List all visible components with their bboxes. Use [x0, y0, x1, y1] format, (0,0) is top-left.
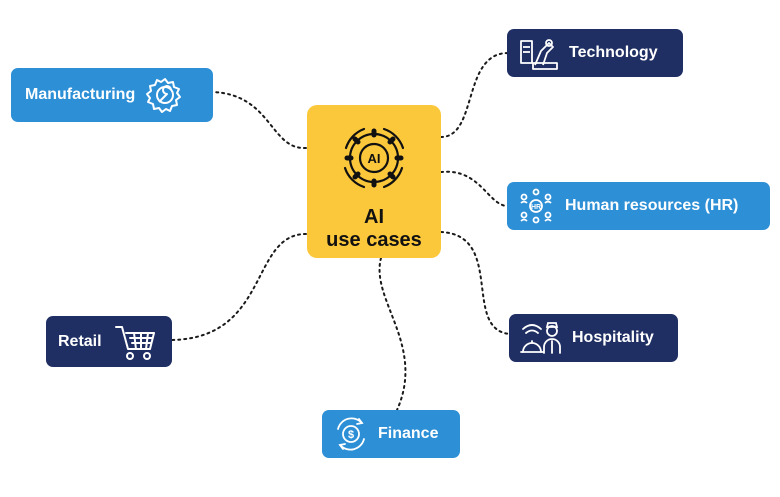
link-hospitality: [440, 231, 511, 335]
node-technology[interactable]: Technology: [507, 29, 683, 77]
node-retail[interactable]: Retail: [46, 316, 172, 367]
people-network-icon: HR: [520, 188, 552, 224]
concierge-bell-icon: [520, 322, 561, 354]
link-hr: [440, 170, 508, 207]
node-technology-label: Technology: [569, 44, 658, 61]
node-finance-label: Finance: [378, 425, 439, 442]
dollar-cycle-icon: $: [337, 417, 365, 451]
link-finance: [378, 257, 407, 411]
center-hub: AI AI use cases: [307, 105, 441, 258]
link-technology: [440, 52, 509, 138]
link-retail: [171, 233, 307, 341]
node-retail-label: Retail: [58, 332, 102, 350]
node-manufacturing[interactable]: Manufacturing: [11, 68, 213, 122]
svg-text:HR: HR: [531, 204, 541, 211]
center-title-line2: use cases: [326, 229, 422, 251]
node-hospitality-label: Hospitality: [572, 329, 654, 346]
center-title-line1: AI: [364, 206, 384, 228]
node-manufacturing-label: Manufacturing: [25, 86, 136, 103]
robot-arm-icon: [520, 39, 558, 70]
link-manufacturing: [211, 91, 307, 150]
ai-gear-icon: AI: [343, 127, 405, 189]
svg-text:$: $: [348, 429, 354, 441]
node-hr-label: Human resources (HR): [565, 197, 739, 214]
node-hospitality[interactable]: Hospitality: [509, 314, 678, 362]
node-finance[interactable]: $ Finance: [322, 410, 460, 458]
svg-text:AI: AI: [368, 151, 381, 166]
shopping-cart-icon: [114, 325, 155, 360]
wrench-gear-icon: [146, 78, 182, 113]
node-hr[interactable]: HR Human resources (HR): [507, 182, 770, 230]
